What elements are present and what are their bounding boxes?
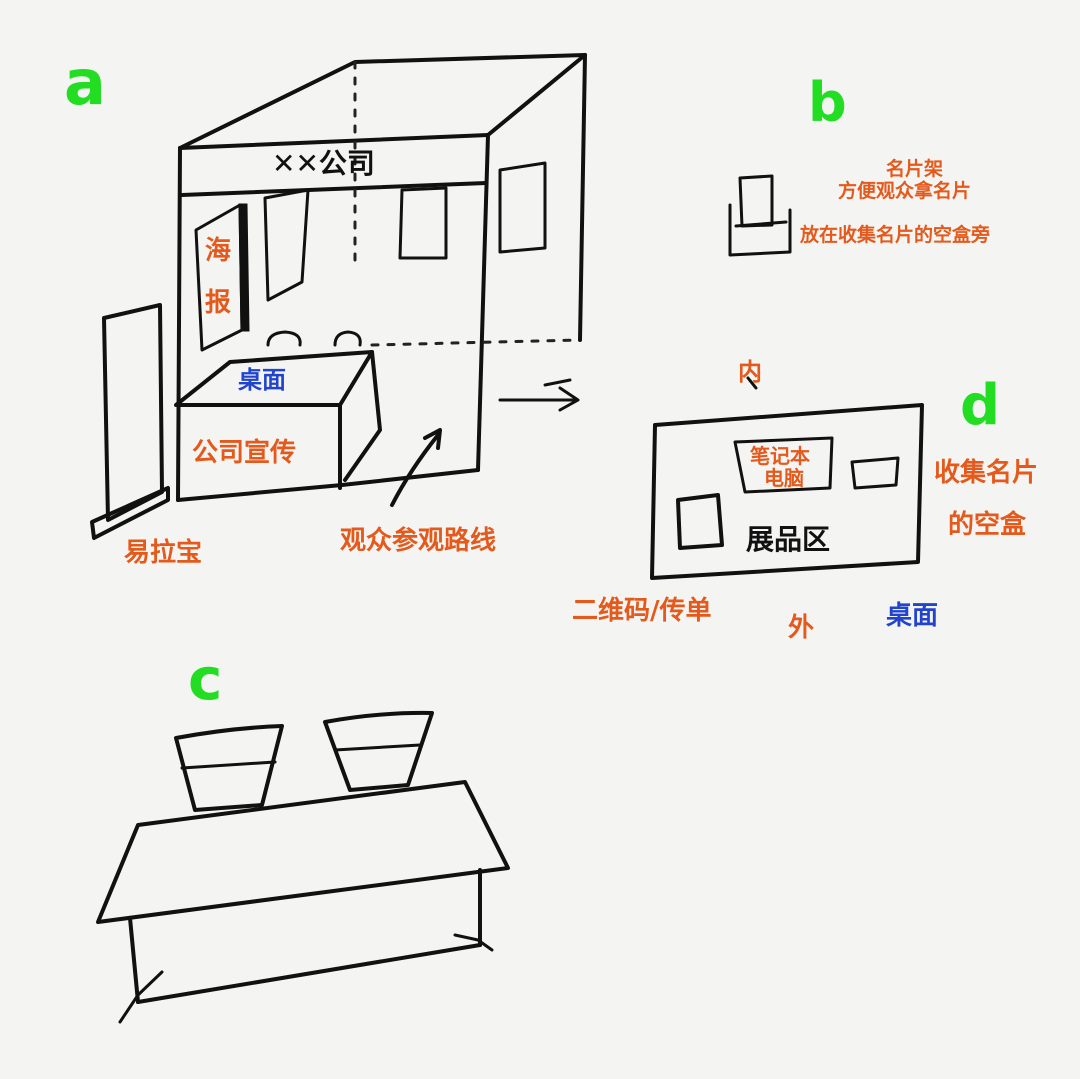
company-placeholder-mark: ✕✕ [272,147,319,180]
company-sign-text: ✕✕公司 [272,150,375,178]
desk-top-label-d: 桌面 [886,601,939,631]
exhibit-area-label: 展品区 [746,523,831,556]
section-label-c: c [188,645,223,713]
section-label-b: b [808,71,847,134]
card-holder-purpose: 方便观众拿名片 [838,180,972,202]
laptop-label-2: 电脑 [764,466,804,490]
card-holder-placement: 放在收集名片的空盒旁 [800,224,991,246]
floor-plan-sketch [650,376,924,580]
qr-flyer-label: 二维码/传单 [572,596,712,626]
booth-sketch [90,53,587,540]
table-sketch [96,710,510,1024]
poster-label-2: 报 [205,288,232,318]
section-label-d: d [960,373,1001,438]
company-sign-label: 公司 [318,147,375,180]
card-holder-sketch [728,174,792,257]
card-holder-label: 名片架 [886,158,944,180]
company-promo-label: 公司宣传 [192,438,297,468]
laptop-label-1: 笔记本 [750,444,810,468]
rollup-banner-label: 易拉宝 [124,538,203,568]
collect-cards-label-1: 收集名片 [934,458,1039,488]
inside-label: 内 [738,358,762,386]
poster-label-1: 海 [205,236,232,266]
desk-top-label-a: 桌面 [238,366,286,394]
collect-cards-label-2: 的空盒 [948,510,1027,540]
visitor-route-label: 观众参观路线 [340,526,497,556]
section-label-a: a [64,46,106,119]
outside-label: 外 [788,613,815,643]
